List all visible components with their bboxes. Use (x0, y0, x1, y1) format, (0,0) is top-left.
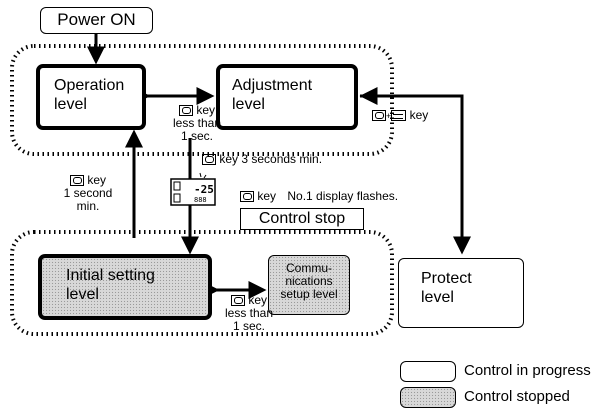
legend-in-progress-swatch (400, 361, 456, 382)
key-3sec-annotation: key 3 seconds min. (202, 153, 322, 166)
legend-stopped-swatch (400, 387, 456, 408)
op-adj-time-text: less than 1 sec. (172, 116, 222, 143)
operation-key-icon (230, 295, 245, 306)
power-on-box: Power ON (40, 7, 153, 34)
protect-combo-annotation: + key (372, 109, 428, 123)
protect-combo-text: key (409, 108, 429, 122)
top-group-region (10, 44, 394, 156)
operation-key-icon (240, 191, 254, 202)
init-comm-time-text: less than 1 sec. (224, 306, 274, 333)
svg-text:888: 888 (194, 196, 207, 204)
key-1sec-annotation: key 1 second min. (56, 174, 120, 213)
protect-level-box: Protect level (398, 258, 524, 328)
init-comm-key-text: key (248, 293, 268, 307)
svg-text:-25: -25 (194, 183, 214, 196)
key-3sec-text: key 3 seconds min. (219, 152, 323, 166)
bottom-group-region (10, 230, 394, 336)
key-1sec-text: key (87, 173, 107, 187)
control-stop-box: Control stop (240, 208, 364, 230)
power-on-label: Power ON (57, 10, 136, 29)
operation-key-icon (202, 154, 216, 165)
key-1sec-time-text: 1 second min. (63, 186, 113, 213)
flash-key-text: key (257, 189, 277, 203)
protect-level-label: Protect level (421, 270, 472, 306)
communications-setup-level-box: Commu- nications setup level (268, 255, 350, 315)
communications-setup-level-label: Commu- nications setup level (280, 261, 338, 301)
controller-display-icon: -25 888 (170, 172, 216, 206)
legend-in-progress-label: Control in progress (464, 362, 591, 379)
legend-stopped-label: Control stopped (464, 388, 570, 405)
operation-key-icon (372, 110, 386, 121)
op-adj-annotation: key less than 1 sec. (162, 104, 232, 143)
adjustment-level-box: Adjustment level (216, 64, 358, 130)
operation-level-box: Operation level (36, 64, 146, 130)
mode-key-icon (391, 110, 407, 121)
operation-key-icon (69, 175, 84, 186)
flash-annotation: key No.1 display flashes. (240, 190, 398, 203)
operation-key-icon (178, 105, 193, 116)
operation-level-label: Operation level (54, 77, 125, 113)
adjustment-level-label: Adjustment level (232, 77, 313, 113)
initial-setting-level-box: Initial setting level (38, 254, 212, 320)
initial-setting-level-label: Initial setting level (66, 267, 155, 303)
op-adj-key-text: key (196, 103, 216, 117)
control-stop-label: Control stop (258, 210, 346, 227)
init-comm-annotation: key less than 1 sec. (214, 294, 284, 333)
flash-text: No.1 display flashes. (287, 189, 399, 203)
